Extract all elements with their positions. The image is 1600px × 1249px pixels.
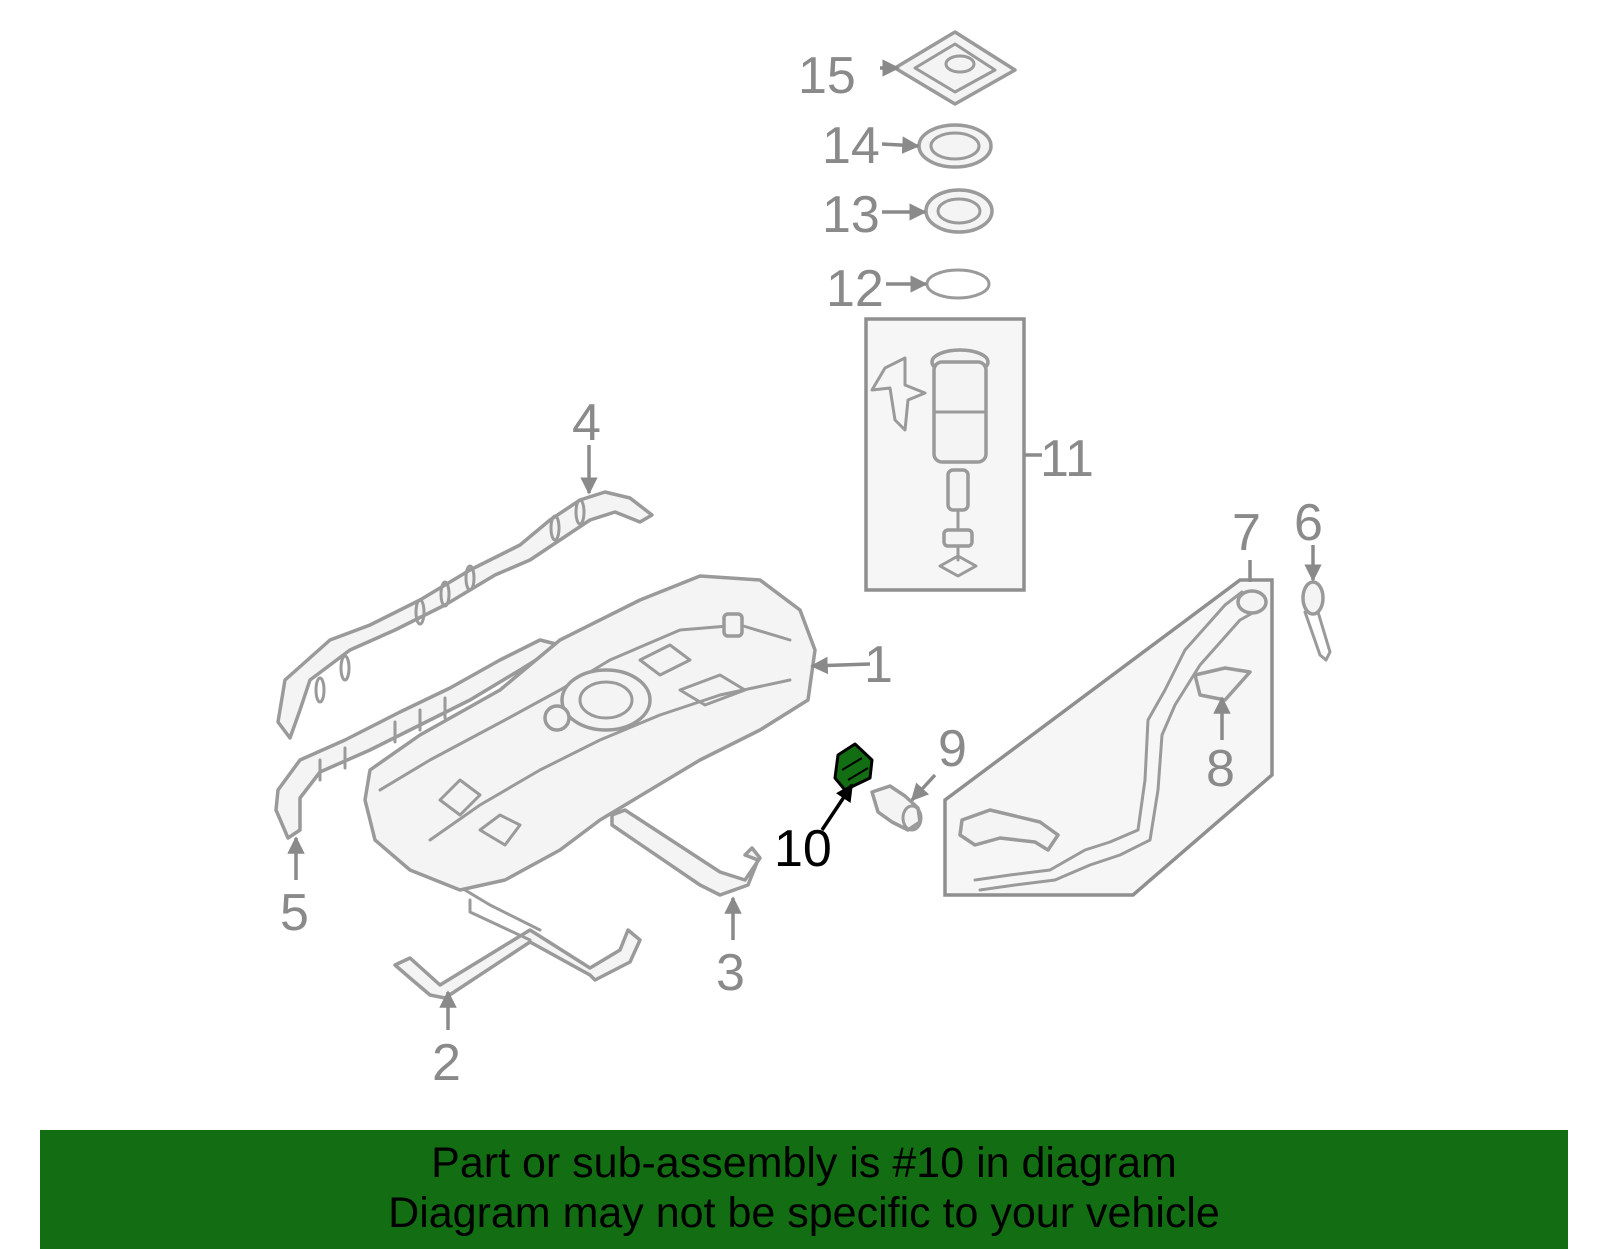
part-14-seal <box>917 123 993 169</box>
callout-10-highlighted: 10 <box>774 820 832 878</box>
callout-8: 8 <box>1206 740 1235 798</box>
callout-3: 3 <box>716 944 745 1002</box>
callout-13: 13 <box>822 186 880 244</box>
leader-lines <box>287 59 1322 1030</box>
banner-line-1: Part or sub-assembly is #10 in diagram <box>431 1139 1177 1187</box>
part-15-cover-plate <box>893 30 1017 106</box>
info-banner: Part or sub-assembly is #10 in diagram D… <box>40 1130 1568 1249</box>
banner-line-2: Diagram may not be specific to your vehi… <box>388 1189 1220 1237</box>
callout-14: 14 <box>822 117 880 175</box>
callout-12: 12 <box>826 260 884 318</box>
part-2-tank-strap <box>393 888 642 1000</box>
part-5-side-shield <box>274 638 562 840</box>
callout-5: 5 <box>280 884 309 942</box>
part-12-o-ring <box>925 268 991 300</box>
callout-7: 7 <box>1232 504 1261 562</box>
callout-15: 15 <box>798 47 856 105</box>
part-11-fuel-pump-module <box>864 317 1042 592</box>
part-4-heat-shield <box>276 490 654 740</box>
part-1-fuel-tank <box>363 574 817 892</box>
callout-6: 6 <box>1294 494 1323 552</box>
callout-9: 9 <box>938 720 967 778</box>
callout-4: 4 <box>572 394 601 452</box>
part-6-clip <box>1301 580 1332 662</box>
callout-1: 1 <box>864 636 893 694</box>
part-7-filler-neck <box>943 578 1274 897</box>
part-10-highlighted <box>833 742 874 792</box>
part-9-valve <box>870 784 923 832</box>
part-3-tank-strap <box>610 808 762 897</box>
callout-2: 2 <box>432 1034 461 1092</box>
part-13-gasket <box>924 188 994 234</box>
callout-11: 11 <box>1040 430 1094 488</box>
